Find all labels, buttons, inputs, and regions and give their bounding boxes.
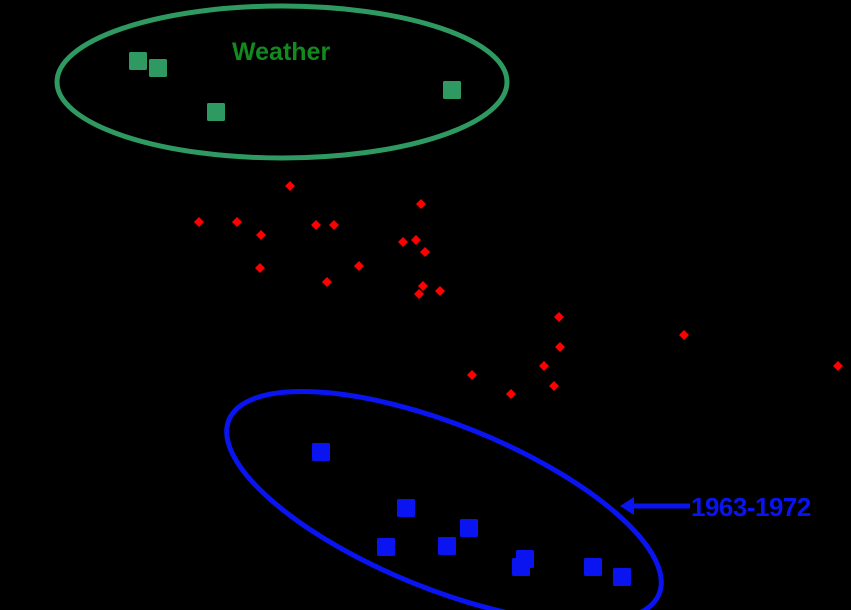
square-marker — [460, 519, 478, 537]
diamond-marker — [554, 312, 564, 322]
square-marker — [377, 538, 395, 556]
diamond-marker — [420, 247, 430, 257]
diamond-marker — [679, 330, 689, 340]
period-ellipse — [224, 389, 664, 610]
diamond-marker — [549, 381, 559, 391]
diamond-marker — [416, 199, 426, 209]
data-points — [129, 52, 843, 586]
diamond-marker — [435, 286, 445, 296]
diamond-marker — [833, 361, 843, 371]
diamond-marker — [311, 220, 321, 230]
square-marker — [516, 550, 534, 568]
square-marker — [438, 537, 456, 555]
diamond-marker — [418, 281, 428, 291]
diamond-marker — [322, 277, 332, 287]
group-ellipses — [54, 3, 664, 610]
square-marker — [584, 558, 602, 576]
diamond-marker — [506, 389, 516, 399]
diamond-marker — [555, 342, 565, 352]
diamond-marker — [255, 263, 265, 273]
square-marker — [129, 52, 147, 70]
diamond-marker — [329, 220, 339, 230]
square-marker — [443, 81, 461, 99]
diamond-marker — [398, 237, 408, 247]
diamond-marker — [414, 289, 424, 299]
diamond-marker — [354, 261, 364, 271]
diamond-marker — [194, 217, 204, 227]
diamond-marker — [232, 217, 242, 227]
diamond-marker — [285, 181, 295, 191]
arrow-head-icon — [620, 497, 634, 515]
weather-ellipse — [54, 3, 510, 161]
diamond-marker — [256, 230, 266, 240]
weather-group-label: Weather — [232, 38, 331, 66]
square-marker — [207, 103, 225, 121]
annotation-arrows — [620, 497, 690, 515]
square-marker — [312, 443, 330, 461]
square-marker — [613, 568, 631, 586]
diamond-marker — [411, 235, 421, 245]
period-group-label: 1963-1972 — [691, 492, 811, 522]
diamond-marker — [539, 361, 549, 371]
square-marker — [149, 59, 167, 77]
diamond-marker — [467, 370, 477, 380]
square-marker — [397, 499, 415, 517]
